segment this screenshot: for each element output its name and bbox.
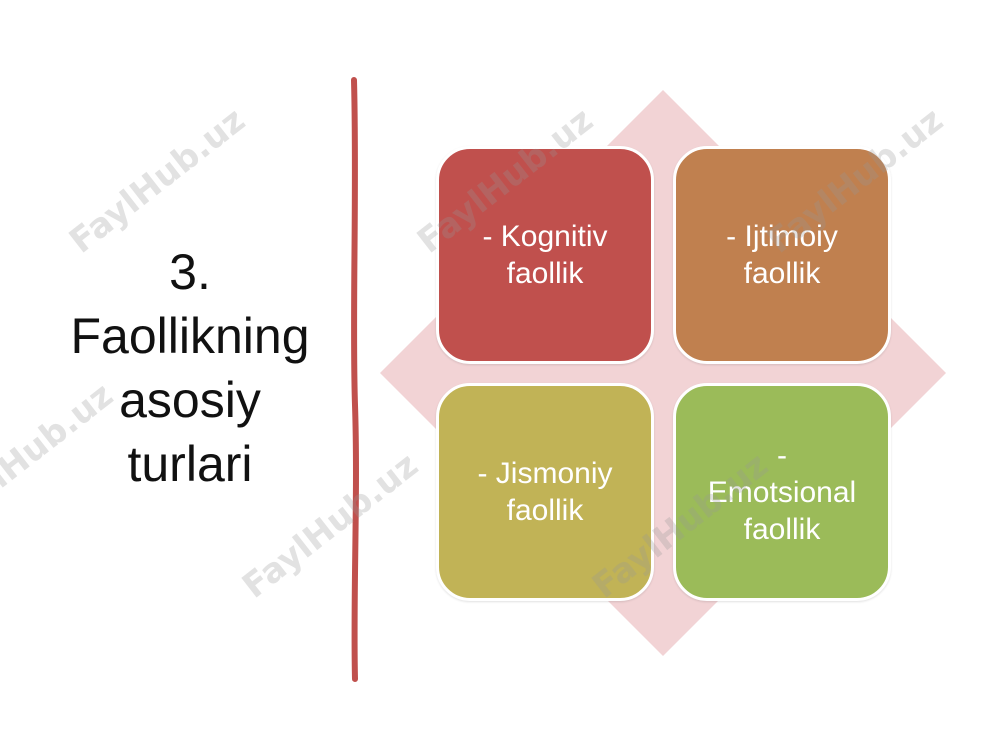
title-line-1: Faollikning [70, 308, 310, 364]
jismoniy-faollik-label: - Jismoniy faollik [477, 457, 613, 527]
slide-title: 3. Faollikning asosiy turlari [40, 240, 340, 496]
title-line-3: turlari [127, 436, 253, 492]
kognitiv-faollik-box: - Kognitiv faollik [436, 146, 654, 364]
emotsional-faollik-label: - Emotsional faollik [707, 438, 857, 546]
watermark: FaylHub.uz [62, 100, 253, 262]
jismoniy-faollik-box: - Jismoniy faollik [436, 383, 654, 601]
kognitiv-faollik-label: - Kognitiv faollik [482, 220, 608, 290]
ijtimoiy-faollik-label: - Ijtimoiy faollik [726, 220, 838, 290]
title-line-2: asosiy [119, 372, 261, 428]
vertical-divider [351, 77, 359, 682]
title-line-number: 3. [169, 244, 211, 300]
ijtimoiy-faollik-box: - Ijtimoiy faollik [673, 146, 891, 364]
emotsional-faollik-box: - Emotsional faollik [673, 383, 891, 601]
